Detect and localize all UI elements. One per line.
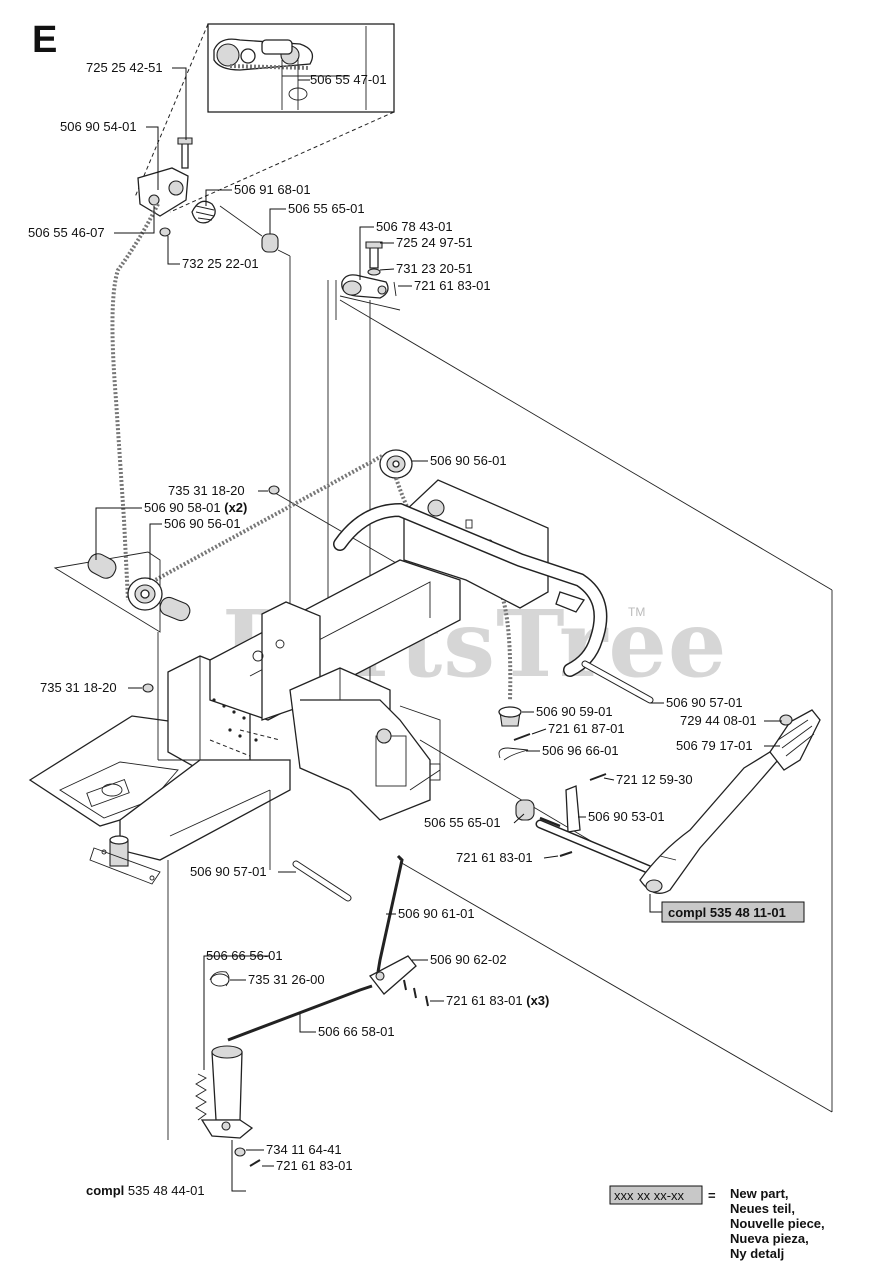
label-compl-535-48-44-01: compl 535 48 44-01 [86,1183,205,1198]
legend-line-1: New part, [730,1186,789,1201]
legend-equals: = [708,1188,716,1203]
label-506-55-47-01: 506 55 47-01 [310,72,387,87]
label-506-90-62-02: 506 90 62-02 [430,952,507,967]
legend-line-5: Ny detalj [730,1246,784,1261]
svg-text:compl 535 48 11-01: compl 535 48 11-01 [668,905,786,920]
frame-holes [212,698,258,742]
label-721-61-83-01-x3: 721 61 83-01 (x3) [446,993,549,1008]
label-721-12-59-30: 721 12 59-30 [616,772,693,787]
label-506-55-65-01-middle: 506 55 65-01 [424,815,501,830]
label-506-78-43-01: 506 78 43-01 [376,219,453,234]
label-731-23-20-51: 731 23 20-51 [396,261,473,276]
label-506-90-56-01-lower: 506 90 56-01 [164,516,241,531]
label-725-25-42-51: 725 25 42-51 [86,60,163,75]
part-labels: 725 25 42-51 506 55 47-01 506 90 54-01 5… [28,60,757,1198]
label-506-90-56-01-upper: 506 90 56-01 [430,453,507,468]
label-721-61-83-01-bottom: 721 61 83-01 [276,1158,353,1173]
label-506-90-59-01: 506 90 59-01 [536,704,613,719]
label-506-91-68-01: 506 91 68-01 [234,182,311,197]
legend: xxx xx xx-xx = New part, Neues teil, Nou… [609,1185,825,1261]
label-506-90-58-01: 506 90 58-01 (x2) [144,500,247,515]
label-506-66-56-01: 506 66 56-01 [206,948,283,963]
label-506-55-65-01-top: 506 55 65-01 [288,201,365,216]
label-735-31-18-20-lower: 735 31 18-20 [40,680,117,695]
label-735-31-26-00: 735 31 26-00 [248,972,325,987]
label-506-55-46-07: 506 55 46-07 [28,225,105,240]
label-729-44-08-01: 729 44 08-01 [680,713,757,728]
detail-inset [207,23,395,113]
label-732-25-22-01: 732 25 22-01 [182,256,259,271]
label-506-90-61-01: 506 90 61-01 [398,906,475,921]
legend-swatch [609,1185,703,1205]
watermark-tm: TM [628,605,645,619]
pedal-assembly [195,1045,261,1167]
label-734-11-64-41: 734 11 64-41 [266,1142,342,1157]
label-506-79-17-01: 506 79 17-01 [676,738,753,753]
lift-lever [535,709,821,894]
label-506-96-66-01: 506 96 66-01 [542,743,619,758]
leader-lines [95,67,782,1192]
legend-line-4: Nueva pieza, [730,1231,809,1246]
label-506-90-57-01-lower: 506 90 57-01 [190,864,267,879]
left-pulley [53,551,191,633]
legend-line-3: Nouvelle piece, [730,1216,825,1231]
label-506-66-58-01: 506 66 58-01 [318,1024,395,1039]
section-letter: E [32,19,57,61]
label-721-61-83-01-middle: 721 61 83-01 [456,850,533,865]
upper-pulley [379,449,413,479]
main-frame [28,479,608,885]
label-506-90-57-01-right: 506 90 57-01 [666,695,743,710]
label-725-24-97-51: 725 24 97-51 [396,235,473,250]
legend-line-2: Neues teil, [730,1201,795,1216]
label-735-31-18-20-upper: 735 31 18-20 [168,483,245,498]
label-506-90-54-01: 506 90 54-01 [60,119,137,134]
legend-swatch-text: xxx xx xx-xx [614,1188,685,1203]
compl-535-48-11-01-box: compl 535 48 11-01 [661,901,805,923]
label-721-61-87-01: 721 61 87-01 [548,721,625,736]
label-721-61-83-01-top: 721 61 83-01 [414,278,491,293]
label-506-90-53-01: 506 90 53-01 [588,809,665,824]
